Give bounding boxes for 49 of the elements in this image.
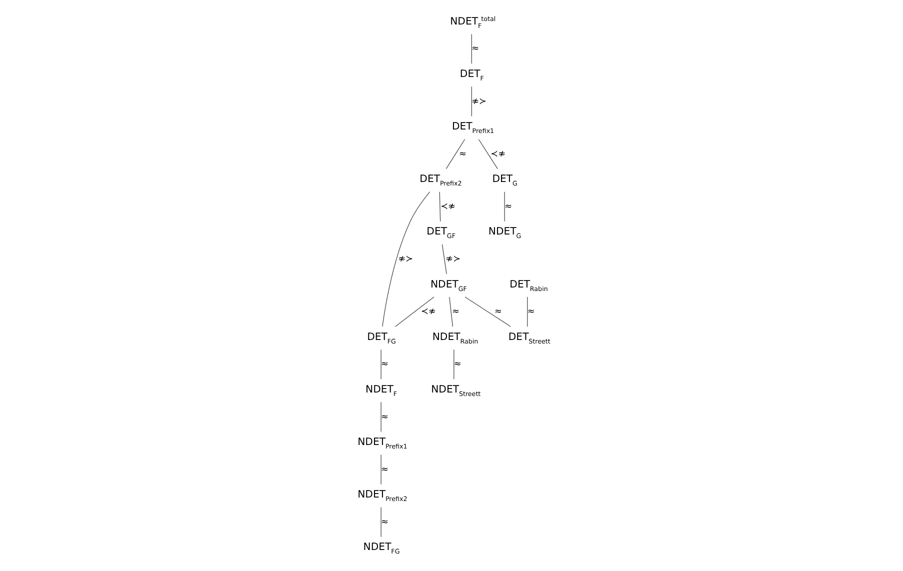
node-text: DET$_{Streett}$ (508, 332, 550, 346)
node-text: NDET$_{G}$ (488, 226, 521, 240)
node-text: DET$_{Prefix2}$ (419, 174, 462, 188)
node-text: DET$_{Prefix1}$ (452, 122, 494, 136)
edge-label: ≺≉ (440, 202, 455, 212)
edge-label: ≺≉ (490, 149, 506, 160)
edge-label: ≈ (526, 307, 534, 318)
edge-label: ≉≻ (398, 254, 413, 265)
node-text: NDET$_{Streett}$ (430, 384, 480, 398)
edge-label: ≈ (494, 307, 502, 318)
node-text: NDET$_{FG}$ (362, 542, 400, 556)
edge-label: ≉≻ (471, 96, 486, 107)
connector (380, 507, 381, 538)
connector (478, 138, 498, 170)
edge-label: ≉≻ (445, 254, 460, 265)
edge-label: ≈ (380, 360, 388, 370)
connector (438, 192, 440, 222)
connector (470, 86, 472, 117)
edge-label: ≈ (380, 517, 388, 528)
node-text: NDET$_{Rabin}$ (432, 332, 478, 346)
connector (382, 191, 430, 327)
node-text: NDET$_{F}$ (365, 384, 397, 398)
edge-label: ≈ (504, 202, 512, 212)
edge-label: ≈ (452, 307, 459, 318)
node-text: NDET$_{Prefix1}$ (357, 437, 407, 451)
node-text: DET$_{FG}$ (366, 332, 396, 346)
connector (526, 296, 528, 327)
connector (453, 349, 454, 380)
edge-label: ≈ (453, 360, 461, 370)
node-text: DET$_{G}$ (492, 174, 517, 188)
connector (441, 244, 446, 274)
connector (464, 296, 510, 327)
connector (445, 138, 465, 170)
edge-label: ≺≉ (420, 307, 436, 318)
connector (380, 402, 381, 432)
node-text: NDET$_{GF}$ (430, 279, 466, 293)
node-text: DET$_{F}$ (459, 68, 484, 82)
connector (380, 454, 381, 485)
node-text: DET$_{GF}$ (426, 226, 455, 240)
node-text: NDET$_{Prefix2}$ (357, 490, 407, 504)
connector (380, 349, 381, 380)
edge-label: ≈ (471, 44, 479, 54)
connector (394, 296, 434, 327)
connector (448, 296, 452, 327)
connector (470, 34, 472, 64)
edge-label: ≈ (380, 464, 388, 475)
edge-label: ≈ (458, 149, 466, 160)
edge-label: ≈ (380, 412, 388, 422)
node-text: DET$_{Rabin}$ (509, 279, 548, 293)
